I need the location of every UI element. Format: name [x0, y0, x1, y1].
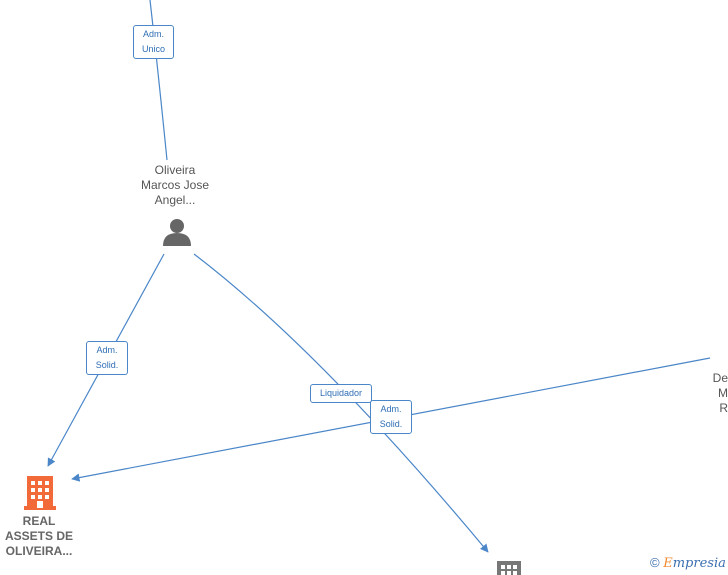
building-icon[interactable] [24, 476, 56, 510]
edge-label-adm-solid-left[interactable]: Adm. Solid. [86, 341, 128, 375]
edge-label-line: Liquidador [319, 388, 363, 398]
company-name-line: OLIVEIRA... [5, 544, 73, 558]
person-name-line: Oliveira [154, 163, 196, 177]
edge-liquidador [193, 253, 489, 553]
edge-label-adm-solid-right[interactable]: Adm. Solid. [370, 400, 412, 434]
person-icon[interactable] [163, 219, 191, 246]
edge-label-line: Unico [141, 44, 165, 54]
edge-label-line: Adm. [380, 404, 402, 414]
edge-label-line: Solid. [379, 419, 403, 429]
company-name-line: ASSETS DE [4, 529, 73, 543]
person-name-line: Angel... [154, 193, 196, 207]
edge-label-line: Adm. [96, 345, 118, 355]
edge-label-line: Adm. [142, 29, 164, 39]
company-name-label[interactable]: REAL ASSETS DE OLIVEIRA... [0, 514, 78, 559]
edge-label-line: Solid. [95, 360, 119, 370]
edge-adm-unico [149, 0, 168, 161]
person-name-line: Marcos Jose [140, 178, 210, 192]
building-icon-bottom[interactable] [497, 561, 521, 575]
edge-label-adm-unico[interactable]: Adm. Unico [133, 25, 174, 59]
brand-initial: E [663, 556, 673, 571]
person-name-label[interactable]: Oliveira Marcos Jose Angel... [117, 163, 233, 208]
company-name-line: REAL [22, 514, 56, 528]
right-node-label[interactable]: De M R [690, 371, 728, 416]
right-node-line: De [712, 371, 728, 385]
edge-label-liquidador[interactable]: Liquidador [310, 384, 372, 403]
right-node-line: R [719, 401, 728, 415]
brand-name: mpresia [672, 556, 726, 571]
empresia-watermark: © Empresia [650, 555, 726, 571]
copyright-symbol: © [650, 555, 660, 570]
right-node-line: M [718, 386, 728, 400]
